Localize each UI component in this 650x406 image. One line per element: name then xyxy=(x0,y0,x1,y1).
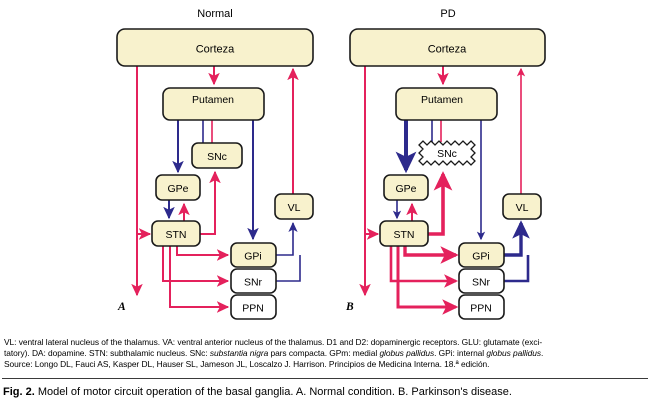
node-label-gpi-pd: GPi xyxy=(472,251,490,263)
node-stn-normal[interactable]: STN xyxy=(151,220,201,247)
edge-stn-gpi xyxy=(176,246,230,261)
figure-caption: Fig. 2. Model of motor circuit operation… xyxy=(3,385,647,400)
edge-stn-ppn xyxy=(169,246,230,313)
node-stn-pd[interactable]: STN xyxy=(379,220,429,247)
node-label-ppn-pd: PPN xyxy=(470,303,492,315)
node-gpe-pd[interactable]: GPe xyxy=(383,174,429,201)
node-ppn-normal[interactable]: PPN xyxy=(230,294,277,320)
footnote-source: Source: Longo DL, Fauci AS, Kasper DL, H… xyxy=(4,359,490,370)
footnote-line-2: tatory). DA: dopamine. STN: subthalamic … xyxy=(4,348,646,359)
node-snc-pd[interactable]: SNc xyxy=(418,140,476,166)
node-ppn-pd[interactable]: PPN xyxy=(458,294,505,320)
node-corteza-pd[interactable]: Corteza xyxy=(349,28,546,67)
node-gpe-normal[interactable]: GPe xyxy=(155,174,201,201)
footnote-line-1: VL: ventral lateral nucleus of the thala… xyxy=(4,337,646,348)
node-gpi-normal[interactable]: GPi xyxy=(230,242,277,268)
node-label-putamen: Putamen xyxy=(192,94,234,106)
node-label-stn: STN xyxy=(166,229,187,241)
node-label-vl: VL xyxy=(288,202,301,214)
panel-title-normal: Normal xyxy=(197,8,232,20)
caption-divider xyxy=(2,378,648,379)
node-snc-normal[interactable]: SNc xyxy=(191,142,243,169)
footnote-italic-substantia-nigra: substantia nigra xyxy=(209,348,269,359)
node-gpi-pd[interactable]: GPi xyxy=(458,242,505,268)
edge-stn-snr-pd xyxy=(389,246,459,288)
figure-footnote: VL: ventral lateral nucleus of the thala… xyxy=(4,337,646,371)
node-label-gpe: GPe xyxy=(167,183,188,195)
nodes-normal: Corteza Putamen SNc GPe STN xyxy=(116,28,314,320)
nodes-pd: Corteza Putamen SNc GPe STN xyxy=(349,28,546,320)
panel-letter-b: B xyxy=(345,301,354,313)
node-putamen-normal[interactable]: Putamen xyxy=(162,87,265,121)
panel-title-pd: PD xyxy=(440,8,455,20)
panel-letter-a: A xyxy=(117,301,126,313)
node-label-snr: SNr xyxy=(244,277,263,289)
footnote-line-3: Source: Longo DL, Fauci AS, Kasper DL, H… xyxy=(4,359,646,370)
node-vl-normal[interactable]: VL xyxy=(274,193,314,220)
footnote-text-2d: . xyxy=(541,348,544,359)
edge-stn-gpi-pd xyxy=(403,246,459,264)
edge-gpi-vl-pd xyxy=(503,220,530,257)
edge-stn-snc xyxy=(200,170,221,235)
node-label-vl-pd: VL xyxy=(516,202,529,214)
node-label-gpe-pd: GPe xyxy=(395,183,416,195)
footnote-italic-globus-pallidus-1: globus pallidus xyxy=(379,348,435,359)
panel-normal: Normal xyxy=(116,8,314,320)
edges-pd xyxy=(359,66,530,315)
node-label-stn-pd: STN xyxy=(394,229,415,241)
caption-text: Model of motor circuit operation of the … xyxy=(34,386,512,398)
footnote-text-2a: tatory). DA: dopamine. STN: subthalamic … xyxy=(4,348,210,359)
edge-gpi-vl xyxy=(275,222,298,256)
node-label-snr-pd: SNr xyxy=(472,277,491,289)
footnote-text-1: VL: ventral lateral nucleus of the thala… xyxy=(4,337,543,347)
footnote-text-2c: . GPi: internal xyxy=(434,348,487,359)
node-label-ppn: PPN xyxy=(242,303,264,315)
edge-snr-vl-pd xyxy=(503,255,530,283)
node-label-putamen-pd: Putamen xyxy=(421,94,463,106)
node-label-corteza-pd: Corteza xyxy=(428,44,467,56)
footnote-text-2b: pars compacta. GPm: medial xyxy=(268,348,380,359)
edge-stn-snc-pd xyxy=(428,171,453,236)
basal-ganglia-diagram: Normal xyxy=(116,8,546,320)
node-putamen-pd[interactable]: Putamen xyxy=(395,87,498,121)
node-label-corteza: Corteza xyxy=(196,44,235,56)
node-corteza-normal[interactable]: Corteza xyxy=(116,28,314,67)
node-vl-pd[interactable]: VL xyxy=(502,193,542,220)
caption-label: Fig. 2. xyxy=(3,386,35,398)
edge-stn-snr xyxy=(162,246,230,287)
node-label-gpi: GPi xyxy=(244,251,262,263)
node-label-snc-pd: SNc xyxy=(437,148,457,160)
edge-snr-vl xyxy=(275,255,301,282)
edge-stn-ppn-pd xyxy=(396,246,459,315)
node-label-snc: SNc xyxy=(207,151,227,163)
node-snr-normal[interactable]: SNr xyxy=(230,268,277,294)
node-snr-pd[interactable]: SNr xyxy=(458,268,505,294)
panel-pd: PD xyxy=(345,8,546,320)
footnote-italic-globus-pallidus-2: globus pallidus xyxy=(486,348,542,359)
